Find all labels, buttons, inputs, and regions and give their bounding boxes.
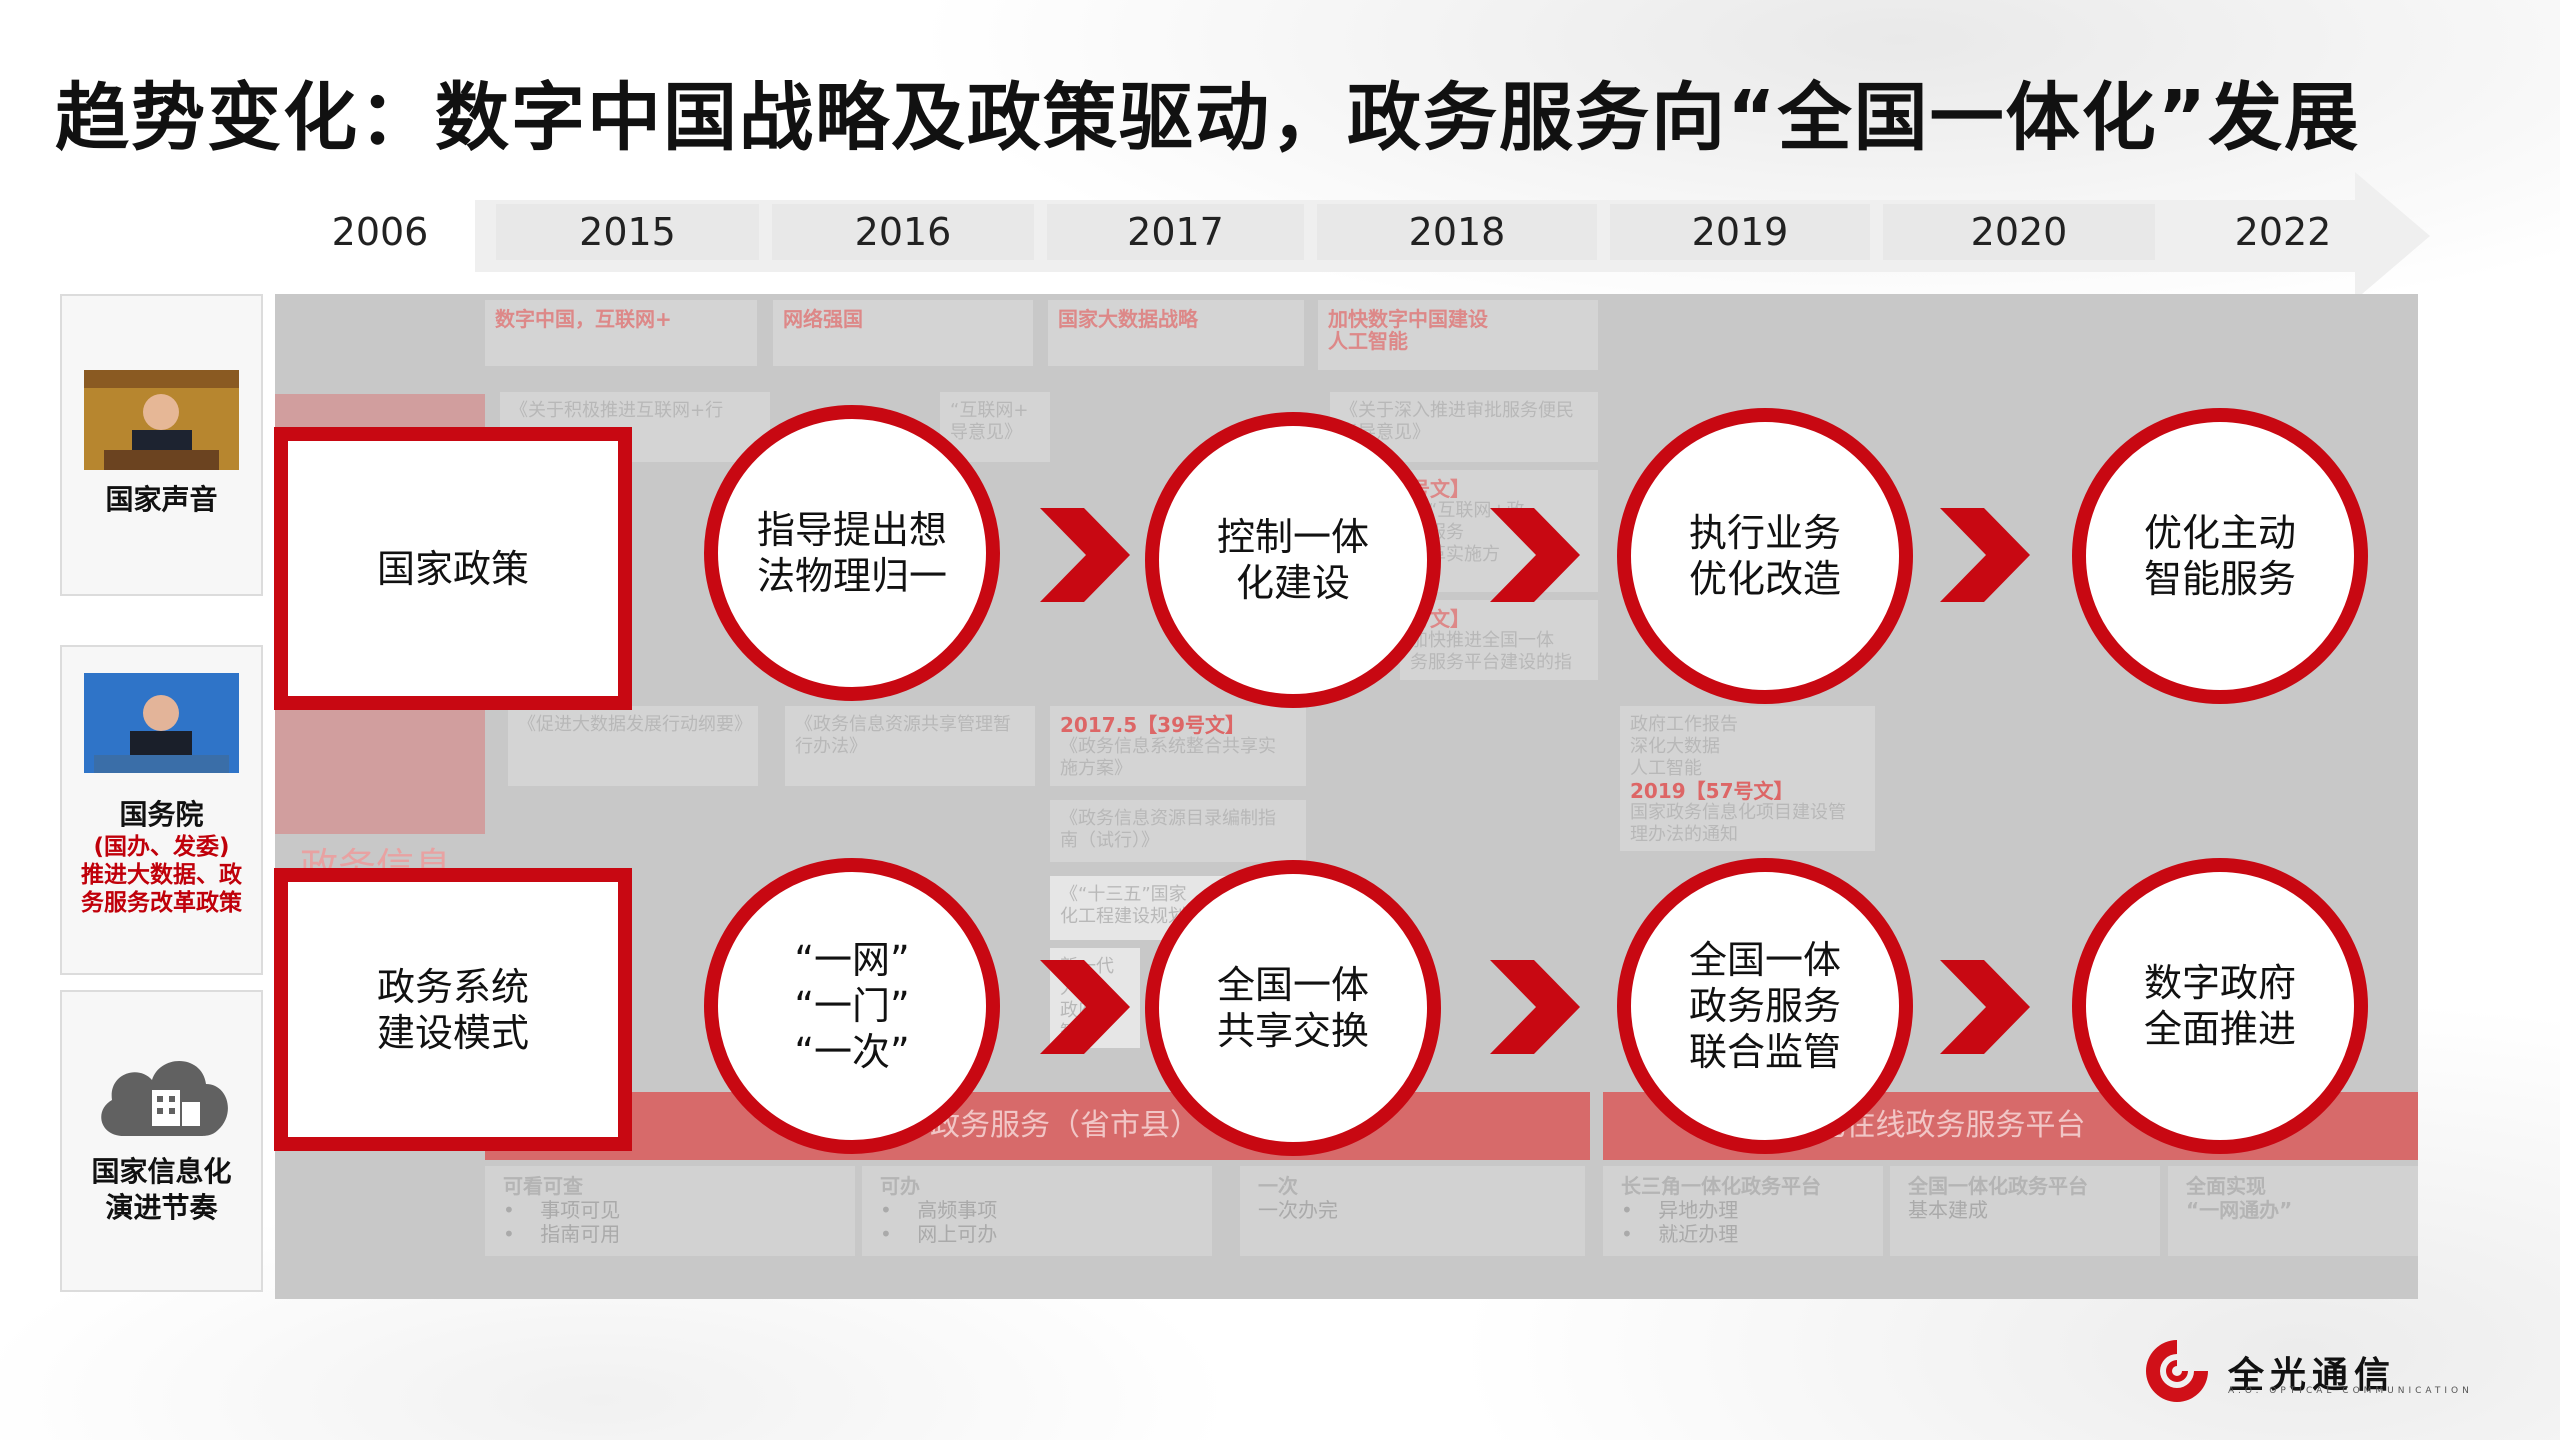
page-title: 趋势变化：数字中国战略及政策驱动，政务服务向“全国一体化”发展: [55, 75, 2361, 161]
chevron-right-icon: [1040, 508, 1130, 602]
company-logo-name: 全光通信: [2228, 1355, 2397, 1396]
year-label: 2022: [2234, 210, 2332, 254]
stage-circle: 指导提出想 法物理归一: [704, 405, 1000, 701]
system-mode-box: 政务系统 建设模式: [274, 868, 632, 1151]
state-council-sub: 推进大数据、政: [81, 862, 242, 888]
state-council-card: 国务院 (国办、发委) 推进大数据、政 务服务改革政策: [60, 645, 263, 975]
stage-circle: 优化主动 智能服务: [2072, 408, 2368, 704]
year-label: 2018: [1317, 204, 1597, 260]
chevron-right-icon: [1940, 508, 2030, 602]
national-voice-card: 国家声音: [60, 294, 263, 596]
national-policy-box: 国家政策: [274, 427, 632, 710]
premier-photo: [84, 673, 239, 773]
chevron-right-icon: [1490, 960, 1580, 1054]
stage-circle: 全国一体 政务服务 联合监管: [1617, 858, 1913, 1154]
year-label: 2019: [1610, 204, 1870, 260]
year-label: 2006: [331, 210, 429, 254]
company-logo-sub: A.O. OPTICAL COMMUNICATION: [2228, 1386, 2473, 1396]
year-label: 2017: [1047, 204, 1304, 260]
bg-cell: 加快数字中国建设人工智能: [1318, 300, 1598, 370]
year-label: 2015: [496, 204, 759, 260]
bg-bottom-cell: 可办• 高频事项• 网上可办: [862, 1166, 1212, 1256]
state-council-label: 国务院: [119, 798, 204, 831]
chevron-right-icon: [1490, 508, 1580, 602]
stage-circle: “一网” “一门” “一次”: [704, 858, 1000, 1154]
bg-bottom-cell: 长三角一体化政务平台• 异地办理• 就近办理: [1603, 1166, 1883, 1256]
informatization-label: 国家信息化: [91, 1155, 232, 1188]
chevron-right-icon: [1940, 960, 2030, 1054]
bg-cell: 《政务信息资源目录编制指南（试行）》: [1050, 800, 1306, 862]
stage-circle: 数字政府 全面推进: [2072, 858, 2368, 1154]
year-label: 2020: [1883, 204, 2155, 260]
informatization-label: 演进节奏: [105, 1191, 218, 1224]
company-logo-icon: [2146, 1340, 2208, 1402]
national-voice-label: 国家声音: [105, 483, 218, 516]
bg-bottom-cell: 一次一次办完: [1240, 1166, 1585, 1256]
stage-circle: 全国一体 共享交换: [1145, 860, 1441, 1156]
chevron-right-icon: [1040, 960, 1130, 1054]
year-label: 2016: [772, 204, 1034, 260]
informatization-card: 国家信息化 演进节奏: [60, 990, 263, 1292]
state-council-sub: 务服务改革政策: [81, 890, 242, 916]
stage-circle: 执行业务 优化改造: [1617, 408, 1913, 704]
bg-bottom-cell: 全面实现“一网通办”: [2168, 1166, 2418, 1256]
bg-cell: 《促进大数据发展行动纲要》: [508, 706, 758, 786]
stage-circle: 控制一体 化建设: [1145, 412, 1441, 708]
bg-cell: 数字中国，互联网+: [485, 300, 757, 366]
bg-band-provincial: 网+政务服务（省市县）: [485, 1092, 1590, 1160]
bg-cell: 网络强国: [773, 300, 1033, 366]
bg-cell: 2017.5【39号文】《政务信息系统整合共享实施方案》: [1050, 706, 1306, 786]
leader-photo: [84, 370, 239, 470]
bg-cell: 《政务信息资源共享管理暂行办法》: [785, 706, 1035, 786]
bg-bottom-cell: 可看可查• 事项可见• 指南可用: [485, 1166, 855, 1256]
bg-bottom-cell: 全国一体化政务平台基本建成: [1890, 1166, 2160, 1256]
bg-cell: 号文】加快推进全国一体务服务平台建设的指: [1400, 600, 1598, 680]
bg-cell: 国家大数据战略: [1048, 300, 1304, 366]
cloud-building-icon: [101, 1060, 228, 1136]
state-council-sub: (国办、发委): [93, 834, 230, 860]
